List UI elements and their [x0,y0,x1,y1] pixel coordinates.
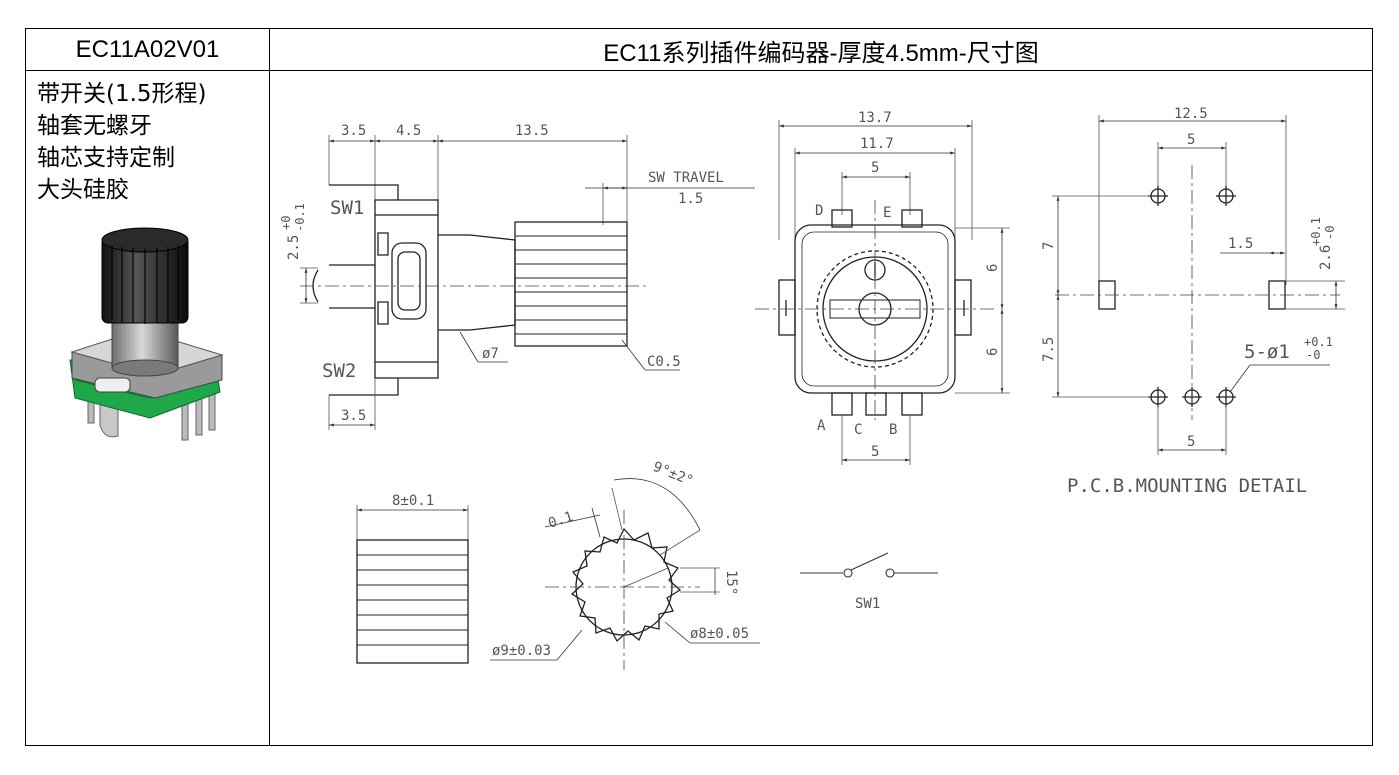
dim-6-upper: 6 [985,264,1001,272]
dia-9-label: ø9±0.03 [492,643,551,659]
spec-table [25,28,1373,746]
dim-2-6: 2.6 [1318,245,1334,270]
pin-e-label: E [883,205,891,221]
feature-item: 轴芯支持定制 [37,145,175,171]
switch-label: SW1 [855,596,880,612]
pin-b-label: B [889,422,897,438]
sw-travel-label: SW TRAVEL [648,170,724,186]
encoder-product-image [69,227,224,441]
table-divider-vertical [269,28,270,746]
angle-label: 9°±2° [651,459,696,490]
chamfer-label: C0.5 [647,354,681,370]
pcb-caption: P.C.B.MOUNTING DETAIL [1067,475,1307,497]
dim-1-5: 1.5 [1228,236,1253,252]
pin-c-label: C [854,422,862,438]
dim-2-6-tol-plus: +0.1 [1309,217,1323,246]
side-view [300,135,755,430]
sw1-label: SW1 [330,197,364,219]
tol-plus: +0 [279,216,293,230]
tol-minus: -0.1 [293,203,307,232]
feature-list: 带开关(1.5形程) 轴套无螺牙 轴芯支持定制 大头硅胶 [37,78,207,206]
dim-5-bottom-front: 5 [871,444,879,460]
dia-8-label: ø8±0.05 [690,626,749,642]
feature-item: 带开关(1.5形程) [37,81,207,107]
feature-item: 轴套无螺牙 [37,113,152,139]
switch-symbol [800,552,938,578]
dim-7: 7 [1041,242,1057,250]
feature-item: 大头硅胶 [37,177,129,203]
dim-12-5: 12.5 [1174,106,1208,122]
angle-15: 15° [723,570,739,595]
holes-tol-minus: -0 [1306,348,1320,362]
sw2-label: SW2 [322,360,356,382]
knob-side-view [356,505,469,664]
holes-tol-plus: +0.1 [1304,335,1333,349]
knob-top-view [490,478,760,670]
dim-11-7: 11.7 [860,136,894,152]
dim-3-5-bottom: 3.5 [341,408,366,424]
dia-7-label: ø7 [482,346,499,362]
dim-5-top-pcb: 5 [1187,132,1195,148]
dim-7-5: 7.5 [1041,337,1057,362]
dim-2-6-tol-minus: -0 [1323,226,1337,240]
dim-13-5: 13.5 [515,123,549,139]
dim-13-7: 13.7 [858,110,892,126]
pin-d-label: D [815,203,823,219]
dim-5-bottom-pcb: 5 [1187,434,1195,450]
model-number: EC11A02V01 [75,36,220,63]
dim-0-1: 0.1 [546,509,575,532]
holes-label: 5-ø1 [1244,341,1290,363]
dim-8-knob: 8±0.1 [392,493,434,509]
sw-travel-value: 1.5 [678,191,703,207]
dim-2-5: 2.5 [286,235,302,260]
front-view [755,120,1010,465]
pcb-mounting-view [1052,115,1345,455]
pin-a-label: A [817,418,826,434]
dim-6-lower: 6 [985,348,1001,356]
dim-5-top-front: 5 [871,160,879,176]
dim-3-5-top: 3.5 [341,123,366,139]
table-divider-horizontal [25,70,1373,71]
dim-4-5: 4.5 [396,123,421,139]
drawing-title: EC11系列插件编码器-厚度4.5mm-尺寸图 [603,39,1039,67]
